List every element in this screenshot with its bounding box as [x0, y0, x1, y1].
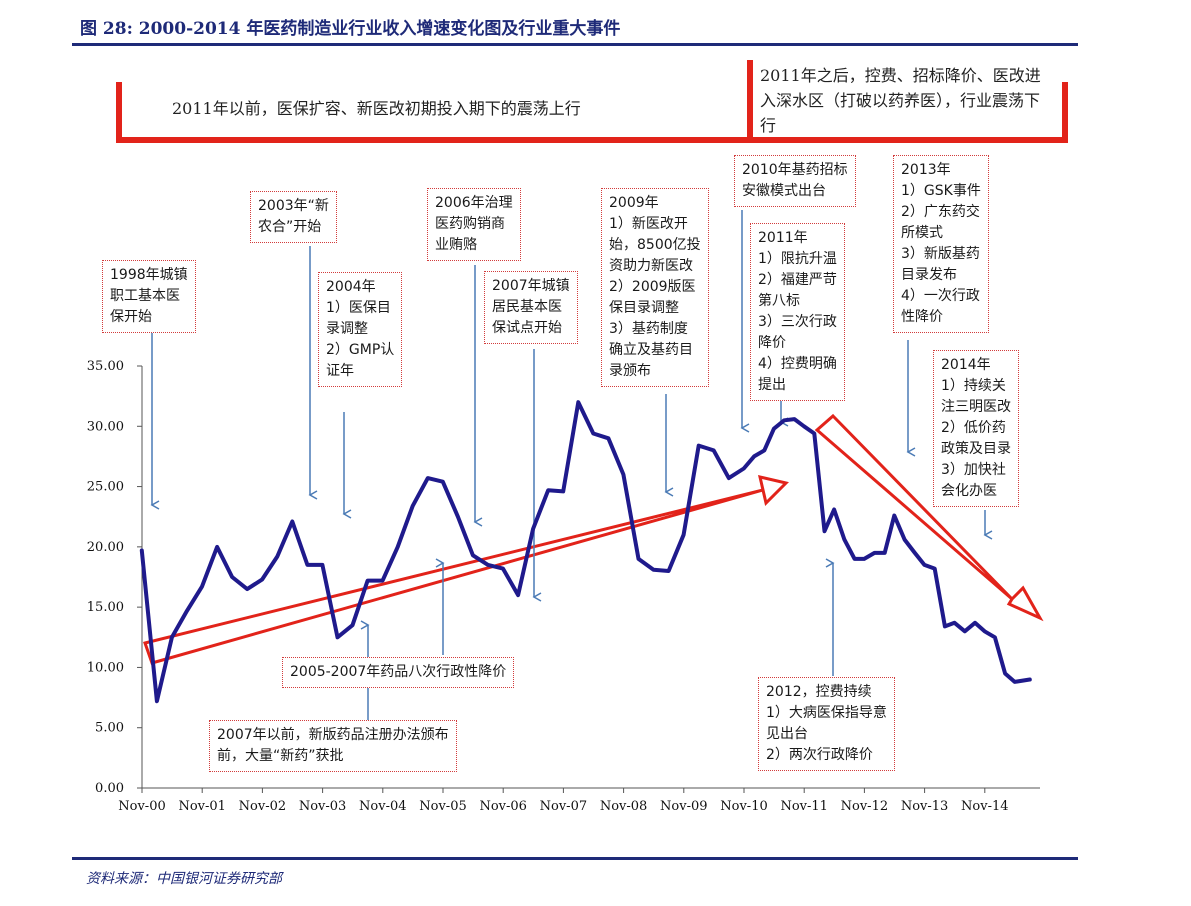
y-tick-label: 30.00	[87, 419, 124, 434]
y-tick-label: 0.00	[95, 781, 124, 796]
x-tick-label: Nov-07	[540, 799, 587, 814]
y-tick-label: 15.00	[87, 600, 124, 615]
source-note: 资料来源：中国银河证券研究部	[86, 871, 282, 887]
trend-arrows	[143, 413, 1044, 665]
x-tick-label: Nov-13	[901, 799, 948, 814]
x-tick-label: Nov-03	[299, 799, 346, 814]
note-2010: 2010年基药招标 安徽模式出台	[734, 155, 856, 207]
era-divider	[747, 60, 753, 143]
x-tick-label: Nov-01	[178, 799, 225, 814]
note-2004: 2004年 1）医保目 录调整 2）GMP认 证年	[318, 272, 403, 387]
note-2007-urban: 2007年城镇 居民基本医 保试点开始	[484, 271, 578, 344]
y-tick-label: 25.00	[87, 480, 124, 495]
x-tick-label: Nov-05	[419, 799, 466, 814]
x-tick-label: Nov-10	[720, 799, 767, 814]
y-tick-label: 35.00	[87, 359, 124, 374]
note-2005-2007: 2005-2007年药品八次行政性降价	[282, 657, 515, 688]
chart-axes	[141, 366, 1040, 789]
note-2006: 2006年治理 医药购销商 业贿赂	[427, 188, 521, 261]
x-tick-label: Nov-02	[239, 799, 286, 814]
era-bracket	[116, 82, 1068, 143]
x-tick-label: Nov-08	[600, 799, 647, 814]
y-tick-label: 5.00	[95, 721, 124, 736]
y-tick-label: 20.00	[87, 540, 124, 555]
series-line	[139, 400, 1032, 704]
note-2014: 2014年 1）持续关 注三明医改 2）低价药 政策及目录 3）加快社 会化办医	[933, 350, 1019, 507]
era-label-pre-2011: 2011年以前，医保扩容、新医改初期投入期下的震荡上行	[172, 99, 581, 118]
x-tick-label: Nov-14	[961, 799, 1008, 814]
x-tick-label: Nov-04	[359, 799, 406, 814]
bottom-rule	[72, 857, 1078, 860]
annotation-pointers	[150, 210, 993, 720]
y-tick-label: 10.00	[87, 660, 124, 675]
note-1998: 1998年城镇 职工基本医 保开始	[102, 260, 196, 333]
x-tick-label: Nov-09	[660, 799, 707, 814]
uptrend-arrow	[143, 474, 789, 665]
x-tick-label: Nov-00	[118, 799, 165, 814]
downtrend-arrow	[814, 413, 1044, 622]
note-2011: 2011年 1）限抗升温 2）福建严苛 第八标 3）三次行政 降价 4）控费明确…	[750, 223, 845, 401]
top-rule	[72, 43, 1078, 46]
figure-title: 图 28: 2000-2014 年医药制造业行业收入增速变化图及行业重大事件	[80, 19, 621, 39]
x-tick-label: Nov-12	[841, 799, 888, 814]
note-pre-2007: 2007年以前，新版药品注册办法颁布 前，大量“新药”获批	[209, 720, 457, 772]
note-2003: 2003年“新 农合”开始	[250, 191, 337, 243]
axis-ticks: 0.00 5.00 10.00 15.00 20.00 25.00 30.00 35.00No…	[87, 359, 1009, 814]
era-label-post-2011: 2011年之后，控费、招标降价、医改进入深水区（打破以药养医），行业震荡下行	[760, 66, 1041, 135]
note-2009: 2009年 1）新医改开 始，8500亿投 资助力新医改 2）2009版医 保目…	[601, 188, 709, 387]
note-2012: 2012，控费持续 1）大病医保指导意 见出台 2）两次行政降价	[758, 677, 895, 771]
note-2013: 2013年 1）GSK事件 2）广东药交 所模式 3）新版基药 目录发布 4）一…	[893, 155, 989, 333]
x-tick-label: Nov-06	[479, 799, 526, 814]
x-tick-label: Nov-11	[780, 799, 827, 814]
